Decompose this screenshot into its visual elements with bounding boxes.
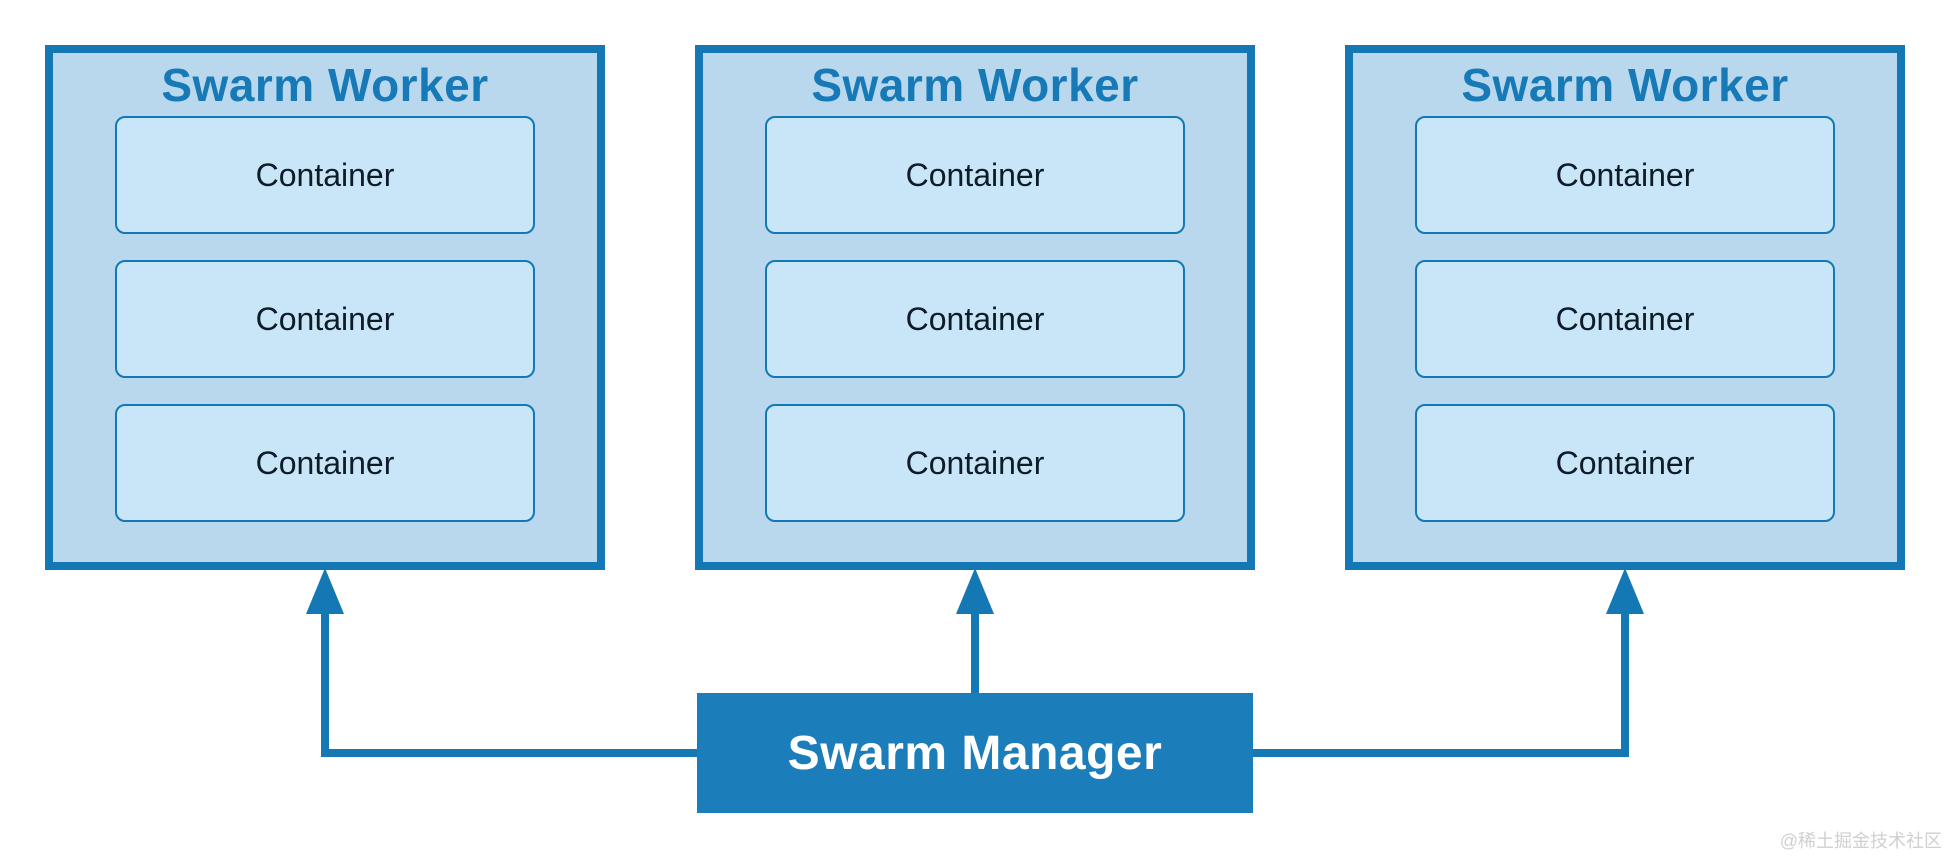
container-box: Container xyxy=(1415,404,1835,522)
arrowhead-up-icon xyxy=(956,568,994,614)
worker-title: Swarm Worker xyxy=(161,58,489,111)
arrow-manager-to-worker1 xyxy=(306,568,701,757)
swarm-worker-node-3: Swarm Worker Container Container Contain… xyxy=(1345,45,1905,570)
container-list: Container Container Container xyxy=(1353,116,1897,522)
container-box: Container xyxy=(765,260,1185,378)
container-box: Container xyxy=(115,116,535,234)
swarm-manager-node: Swarm Manager xyxy=(697,693,1253,813)
watermark: @稀土掘金技术社区 xyxy=(1779,831,1942,851)
arrowhead-up-icon xyxy=(1606,568,1644,614)
container-box: Container xyxy=(765,116,1185,234)
arrow-manager-to-worker3 xyxy=(1249,568,1644,757)
container-box: Container xyxy=(1415,116,1835,234)
container-box: Container xyxy=(115,404,535,522)
worker-title: Swarm Worker xyxy=(1461,58,1789,111)
container-list: Container Container Container xyxy=(53,116,597,522)
worker-title: Swarm Worker xyxy=(811,58,1139,111)
container-list: Container Container Container xyxy=(703,116,1247,522)
arrowhead-up-icon xyxy=(306,568,344,614)
swarm-worker-node-2: Swarm Worker Container Container Contain… xyxy=(695,45,1255,570)
arrow-manager-to-worker2 xyxy=(956,568,994,697)
manager-label: Swarm Manager xyxy=(787,726,1163,780)
swarm-worker-node-1: Swarm Worker Container Container Contain… xyxy=(45,45,605,570)
container-box: Container xyxy=(115,260,535,378)
container-box: Container xyxy=(1415,260,1835,378)
container-box: Container xyxy=(765,404,1185,522)
